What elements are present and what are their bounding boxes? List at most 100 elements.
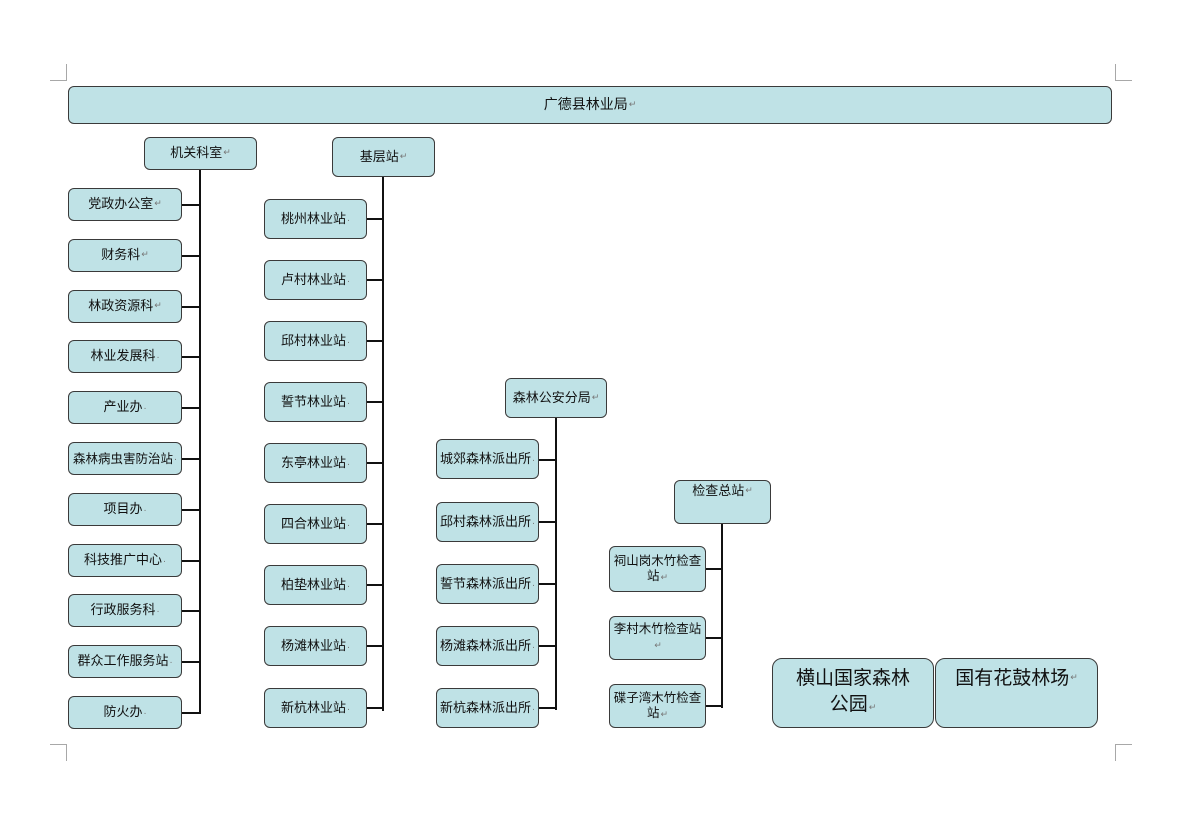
node-station-9: 新杭林业站.	[264, 688, 367, 728]
paragraph-mark: .	[156, 605, 160, 615]
connector-police-2	[539, 521, 556, 523]
node-label: 城郊森林派出所	[440, 451, 532, 467]
paragraph-mark: .	[169, 656, 173, 666]
node-label: 四合林业站	[281, 516, 347, 532]
crop-mark-bottom-left	[50, 744, 67, 761]
paragraph-mark: ↵	[591, 392, 600, 403]
node-label: 李村木竹检查站	[613, 621, 702, 636]
group-head-label: 检查总站	[692, 484, 745, 499]
connector-office-10	[182, 661, 200, 663]
paragraph-mark: .	[532, 578, 535, 589]
paragraph-mark: .	[347, 640, 350, 651]
node-station-7: 柏垫林业站.	[264, 565, 367, 605]
node-station-5: 东亭林业站.	[264, 443, 367, 483]
node-label: 卢村林业站	[281, 272, 347, 288]
paragraph-mark: ↵	[868, 703, 877, 713]
node-office-4: 林业发展科.	[68, 340, 182, 373]
paragraph-mark: .	[347, 518, 350, 529]
paragraph-mark: .	[174, 453, 177, 463]
paragraph-mark: .	[532, 516, 535, 527]
node-label: 祠山岗木竹检查站	[613, 552, 702, 583]
connector-station-1	[367, 218, 383, 220]
connector-station-2	[367, 279, 383, 281]
node-label: 横山国家森林公园	[795, 667, 910, 715]
paragraph-mark: ↵	[223, 148, 231, 158]
node-label: 财务科	[101, 248, 141, 263]
node-label: 东亭林业站	[281, 455, 347, 471]
node-label: 杨滩林业站	[281, 638, 347, 654]
connector-offices-trunk	[199, 170, 201, 714]
node-office-9: 行政服务科.	[68, 594, 182, 627]
node-police-2: 邱村森林派出所.	[436, 502, 539, 542]
connector-station-5	[367, 462, 383, 464]
connector-checkpoints-trunk	[721, 524, 723, 708]
connector-checkpoint-2	[706, 637, 722, 639]
paragraph-mark: .	[143, 707, 147, 717]
node-label: 碟子湾木竹检查站	[613, 689, 702, 720]
connector-office-2	[182, 255, 200, 257]
node-police-4: 杨滩森林派出所.	[436, 626, 539, 666]
crop-mark-top-right	[1115, 64, 1132, 81]
group-head-label: 森林公安分局	[512, 390, 591, 406]
node-office-11: 防火办.	[68, 696, 182, 729]
paragraph-mark: ↵	[660, 709, 669, 720]
paragraph-mark: .	[347, 457, 350, 468]
paragraph-mark: .	[347, 274, 350, 285]
node-forest-farm: 国有花鼓林场↵	[935, 658, 1098, 728]
node-station-2: 卢村林业站.	[264, 260, 367, 300]
node-label: 桃州林业站	[281, 211, 347, 227]
connector-police-1	[539, 459, 556, 461]
node-checkpoint-1: 祠山岗木竹检查站↵	[609, 546, 706, 592]
paragraph-mark: .	[347, 213, 350, 224]
node-label: 林业发展科	[90, 349, 156, 364]
node-label: 行政服务科	[90, 603, 156, 618]
connector-police-5	[539, 707, 556, 709]
node-office-6: 森林病虫害防治站.	[68, 442, 182, 475]
connector-station-7	[367, 584, 383, 586]
node-label: 产业办	[103, 400, 143, 415]
node-label: 邱村林业站	[281, 333, 347, 349]
group-head-label: 机关科室	[170, 146, 223, 161]
node-station-6: 四合林业站.	[264, 504, 367, 544]
connector-office-6	[182, 458, 200, 460]
node-label: 誓节林业站	[281, 394, 347, 410]
node-forest-park: 横山国家森林公园↵	[772, 658, 934, 728]
root-label: 广德县林业局	[543, 96, 628, 113]
group-head-police: 森林公安分局↵	[505, 378, 607, 418]
connector-police-3	[539, 583, 556, 585]
paragraph-mark: .	[532, 640, 535, 651]
connector-station-9	[367, 707, 383, 709]
paragraph-mark: .	[532, 702, 535, 713]
node-police-5: 新杭森林派出所.	[436, 688, 539, 728]
connector-stations-trunk	[382, 177, 384, 711]
paragraph-mark: ↵	[154, 301, 162, 311]
node-label: 防火办	[103, 705, 143, 720]
paragraph-mark: .	[347, 579, 350, 590]
connector-police-4	[539, 645, 556, 647]
node-office-3: 林政资源科↵	[68, 290, 182, 323]
node-label: 杨滩森林派出所	[440, 638, 532, 654]
paragraph-mark: .	[143, 504, 147, 514]
group-head-checkpoints: 检查总站↵	[674, 480, 771, 524]
node-label: 誓节森林派出所	[440, 576, 532, 592]
crop-mark-top-left	[50, 64, 67, 81]
paragraph-mark: .	[347, 396, 350, 407]
node-office-7: 项目办.	[68, 493, 182, 526]
connector-station-8	[367, 645, 383, 647]
node-police-1: 城郊森林派出所.	[436, 439, 539, 479]
node-label: 新杭森林派出所	[440, 700, 532, 716]
connector-office-7	[182, 509, 200, 511]
paragraph-mark: .	[143, 402, 147, 412]
paragraph-mark: .	[163, 555, 166, 565]
group-head-offices: 机关科室↵	[144, 137, 257, 170]
group-head-label: 基层站	[359, 149, 399, 165]
connector-office-4	[182, 356, 200, 358]
node-office-8: 科技推广中心.	[68, 544, 182, 577]
paragraph-mark: ↵	[745, 486, 753, 496]
connector-police-trunk	[555, 418, 557, 710]
node-label: 项目办	[103, 502, 143, 517]
node-station-4: 誓节林业站.	[264, 382, 367, 422]
node-station-3: 邱村林业站.	[264, 321, 367, 361]
crop-mark-bottom-right	[1115, 744, 1132, 761]
paragraph-mark: ↵	[660, 572, 669, 583]
